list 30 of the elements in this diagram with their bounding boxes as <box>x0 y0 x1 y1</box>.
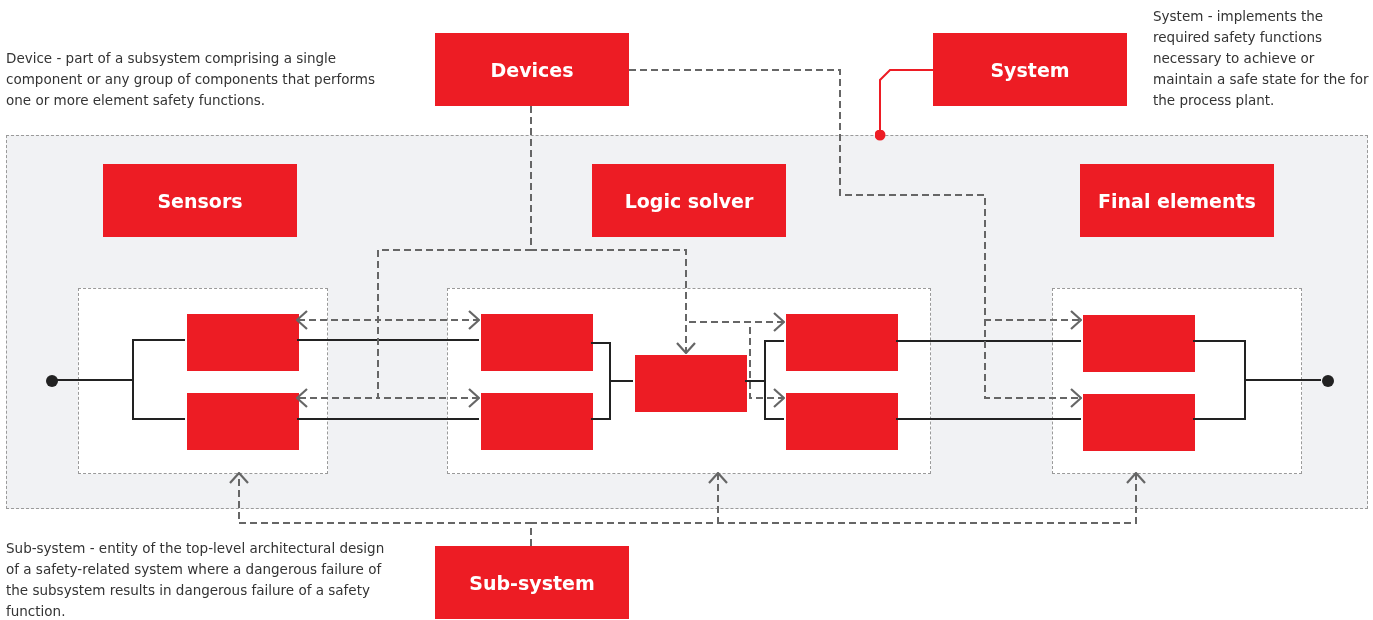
device-block <box>635 355 747 412</box>
device-block <box>1083 315 1195 372</box>
subsystem-area <box>1052 288 1302 474</box>
system-area <box>6 135 1368 509</box>
connection-line <box>296 418 480 420</box>
connection-line <box>296 339 480 341</box>
description-text: System - implements the required safety functions necessary to achieve or maintain a safe state for the for the process plant. <box>1153 7 1370 110</box>
heading-box: Final elements <box>1080 164 1274 237</box>
device-block <box>187 314 299 371</box>
heading-box: System <box>933 33 1127 106</box>
description-text: Device - part of a subsystem comprising a single component or any group of components that performs one or more element safety functions. <box>6 49 376 110</box>
description-text: Sub-system - entity of the top-level architectural design of a safety-related system where a dangerous failure of the subsystem results in dangerous failure of a safety function. <box>6 539 386 620</box>
heading-box: Sub-system <box>435 546 629 619</box>
device-block <box>187 393 299 450</box>
device-block <box>786 314 898 371</box>
connection-line <box>895 340 1082 342</box>
heading-box: Logic solver <box>592 164 786 237</box>
device-block <box>481 314 593 371</box>
device-block <box>1083 394 1195 451</box>
subsystem-area <box>447 288 931 474</box>
leader-line <box>874 69 934 141</box>
terminal-dot <box>46 375 58 387</box>
connection-line <box>590 380 634 420</box>
heading-box: Sensors <box>103 164 297 237</box>
device-block <box>481 393 593 450</box>
connection-line <box>895 418 1082 420</box>
terminal-dot <box>1322 375 1334 387</box>
device-block <box>786 393 898 450</box>
heading-box: Devices <box>435 33 629 106</box>
subsystem-area <box>78 288 328 474</box>
